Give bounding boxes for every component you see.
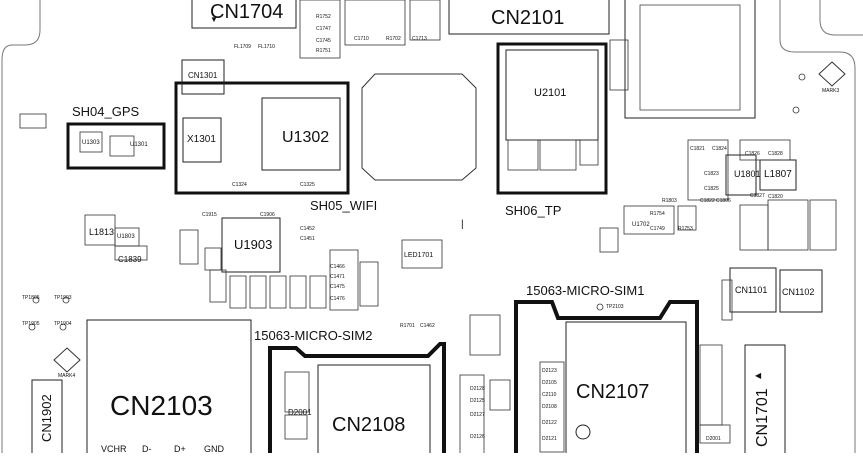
tp2103-label: TP2103 [606,304,624,310]
svg-text:D2105: D2105 [542,380,557,386]
svg-text:C1824: C1824 [712,146,727,152]
cn1704-label: CN1704 [210,1,284,23]
pin-dplus: D+ [174,444,186,454]
u2101-label: U2101 [534,87,567,99]
svg-text:C1745: C1745 [316,38,331,44]
svg-text:R1754: R1754 [650,211,665,217]
svg-text:D2126: D2126 [470,434,485,440]
tp1805-label: TP1805 [22,295,40,301]
u1702-label: U1702 [632,222,650,228]
mark3-label: MARK3 [822,88,840,94]
x1301-label: X1301 [187,134,216,145]
tp1903-label: TP1903 [54,295,72,301]
shield-tp-label: SH06_TP [505,203,562,218]
pin-dminus: D- [142,444,152,454]
l1813-label: L1813 [89,227,115,237]
svg-text:C2110: C2110 [542,392,557,398]
svg-text:C1828: C1828 [768,151,783,157]
svg-text:D2122: D2122 [542,420,557,426]
svg-text:C1324: C1324 [232,182,247,188]
u1303-label: U1303 [82,140,100,146]
svg-text:R1751: R1751 [316,48,331,54]
cn2107-label: CN2107 [576,381,650,403]
svg-text:D2108: D2108 [542,404,557,410]
sim2-label: 15063-MICRO-SIM2 [254,328,373,343]
svg-text:C1451: C1451 [300,236,315,242]
svg-text:R1753: R1753 [678,226,693,232]
svg-text:C1906: C1906 [260,212,275,218]
cn2101-label: CN2101 [491,7,565,29]
svg-text:R1701: R1701 [400,323,415,329]
svg-text:R1752: R1752 [316,14,331,20]
svg-text:C1462: C1462 [420,323,435,329]
shield-wifi-label: SH05_WIFI [310,198,378,213]
pin-vchr: VCHR [101,444,127,454]
svg-text:C1325: C1325 [300,182,315,188]
u1302-label: U1302 [282,129,330,146]
pin-marker-icon: | [461,219,464,230]
cn1102-label: CN1102 [782,287,815,297]
d2001-label: D2001 [288,408,312,417]
svg-text:C1747: C1747 [316,26,331,32]
svg-text:D2125: D2125 [470,398,485,404]
svg-text:C1820: C1820 [768,194,783,200]
svg-text:R1803: R1803 [662,198,677,204]
svg-text:C1822: C1822 [700,198,715,204]
tp1905-label: TP1905 [22,321,40,327]
c1839-label: C1839 [118,255,142,264]
u1801-label: U1801 [734,169,761,179]
svg-text:FL1709: FL1709 [234,44,251,50]
svg-text:C1825: C1825 [704,186,719,192]
mark4-label: MARK4 [58,373,76,379]
u1803-label: U1803 [117,234,135,240]
u1903-label: U1903 [234,237,273,252]
svg-text:C1713: C1713 [412,36,427,42]
cn1902-label: CN1902 [39,394,54,442]
svg-text:C1710: C1710 [354,36,369,42]
cn1301-label: CN1301 [188,71,218,80]
pin1-triangle-icon: ▼ [210,15,218,24]
svg-text:D2121: D2121 [542,436,557,442]
svg-text:R1702: R1702 [386,36,401,42]
led1701-label: LED1701 [404,252,434,259]
svg-text:C1915: C1915 [202,212,217,218]
cn1701-label: CN1701 [754,388,771,447]
svg-text:D2123: D2123 [542,368,557,374]
sim1-label: 15063-MICRO-SIM1 [526,283,645,298]
l1807-label: L1807 [764,169,792,180]
shield-gps-label: SH04_GPS [72,104,140,119]
cn2103-label: CN2103 [110,390,213,421]
svg-text:C1749: C1749 [650,226,665,232]
svg-text:C1466: C1466 [330,264,345,270]
svg-text:C1475: C1475 [330,284,345,290]
svg-text:FL1710: FL1710 [258,44,275,50]
svg-text:C1821: C1821 [690,146,705,152]
svg-text:C1826: C1826 [745,151,760,157]
svg-text:C1806: C1806 [716,198,731,204]
svg-text:C1823: C1823 [704,171,719,177]
tp1904-label: TP1904 [54,321,72,327]
cn2108-label: CN2108 [332,414,406,436]
pin1-triangle-icon: ◀ [755,371,762,380]
cn1101-label: CN1101 [735,285,768,295]
svg-text:C1471: C1471 [330,274,345,280]
svg-text:D2128: D2128 [470,386,485,392]
svg-text:D2001: D2001 [706,436,721,442]
svg-text:C1827: C1827 [750,193,765,199]
u1301-label: U1301 [130,142,148,148]
svg-text:C1476: C1476 [330,296,345,302]
svg-text:C1452: C1452 [300,226,315,232]
pin-gnd: GND [204,444,224,454]
svg-text:D2127: D2127 [470,412,485,418]
